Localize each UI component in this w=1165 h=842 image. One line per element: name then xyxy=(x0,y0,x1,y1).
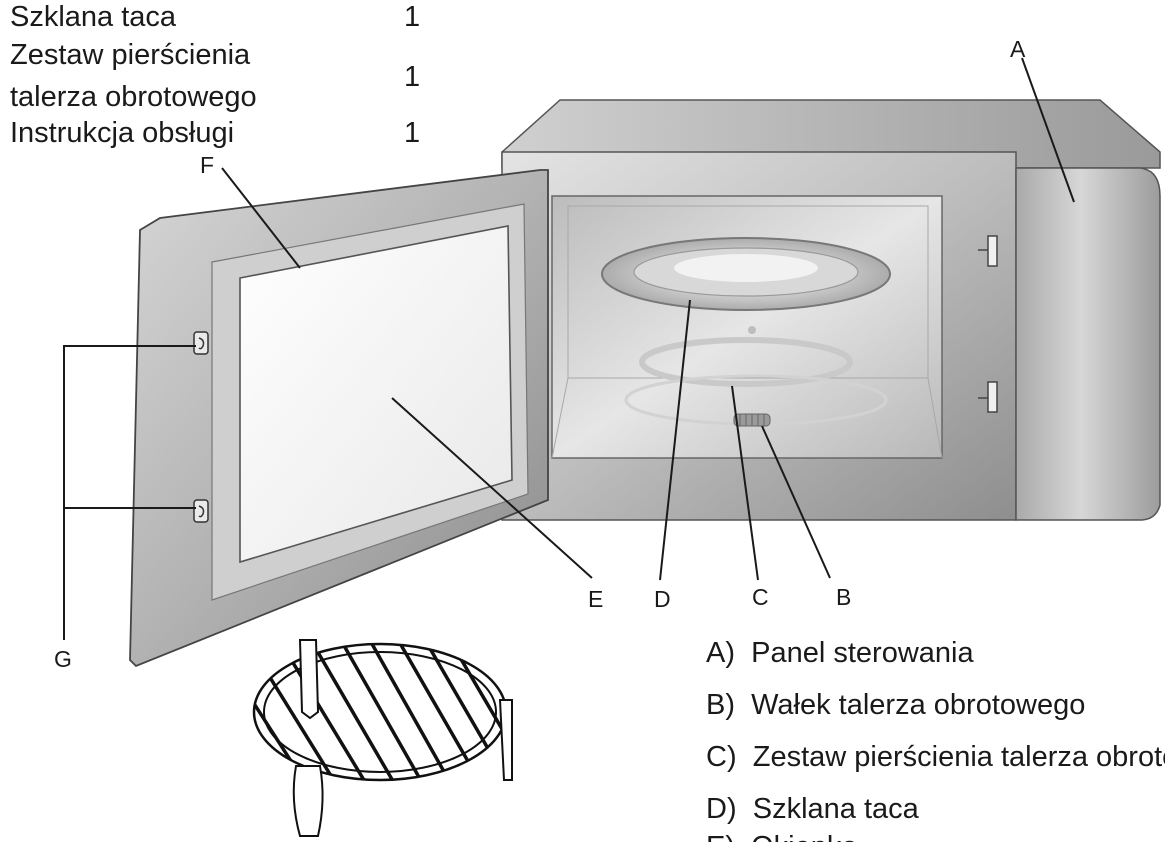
legend-text: Panel sterowania xyxy=(751,637,974,669)
leader-C xyxy=(731,385,759,581)
legend-item-D: D) Szklana taca xyxy=(706,792,919,826)
parts-item-1-name: Szklana taca xyxy=(10,1,177,33)
leader-E xyxy=(391,397,593,579)
legend-text: Wałek talerza obrotowego xyxy=(751,689,1086,721)
legend-item-E: E) Okienko xyxy=(706,830,858,842)
control-panel xyxy=(1015,167,1161,521)
legend: A) Panel sterowania B) Wałek talerza obr… xyxy=(700,636,1165,842)
legend-item-A: A) Panel sterowania xyxy=(706,636,974,670)
parts-item-2-name-line2: talerza obrotowego xyxy=(10,81,257,113)
callout-A: A xyxy=(1010,36,1026,62)
legend-text: Okienko xyxy=(751,831,857,842)
wire-grill xyxy=(252,639,513,837)
legend-key: C) xyxy=(706,741,737,773)
callout-E: E xyxy=(588,586,604,612)
parts-item-3-name: Instrukcja obsługi xyxy=(10,117,235,149)
callout-D: D xyxy=(654,586,671,612)
door-hook-bottom xyxy=(193,499,209,523)
leader-B xyxy=(761,425,831,579)
turntable-shaft xyxy=(733,413,771,427)
roller-ring xyxy=(639,337,853,387)
parts-item-1-qty: 1 xyxy=(404,1,421,33)
legend-key: B) xyxy=(706,689,735,721)
leader-lines xyxy=(63,57,1075,640)
latch-slot-top xyxy=(978,235,998,267)
callout-B: B xyxy=(836,584,852,610)
latch-slot-bottom xyxy=(978,381,998,413)
legend-item-B: B) Wałek talerza obrotowego xyxy=(706,688,1085,722)
legend-key: E) xyxy=(706,831,735,842)
door-hook-top xyxy=(193,331,209,355)
leader-G xyxy=(63,345,196,640)
legend-key: A) xyxy=(706,637,735,669)
legend-item-C: C) Zestaw pierścienia talerza obrotowego xyxy=(706,740,1165,774)
parts-item-2-qty: 1 xyxy=(404,61,421,93)
parts-item-3-qty: 1 xyxy=(404,117,421,149)
legend-text: Szklana taca xyxy=(752,793,919,825)
legend-text: Zestaw pierścienia talerza obrotowego xyxy=(752,741,1165,773)
callout-G: G xyxy=(54,646,72,672)
leader-D xyxy=(659,299,691,581)
leader-A xyxy=(1021,57,1075,203)
callout-C: C xyxy=(752,584,769,610)
door-window xyxy=(239,225,513,564)
callout-F: F xyxy=(200,152,215,178)
parts-item-2-name-line1: Zestaw pierścienia xyxy=(10,39,251,71)
leader-F xyxy=(221,167,301,269)
legend-key: D) xyxy=(706,793,737,825)
